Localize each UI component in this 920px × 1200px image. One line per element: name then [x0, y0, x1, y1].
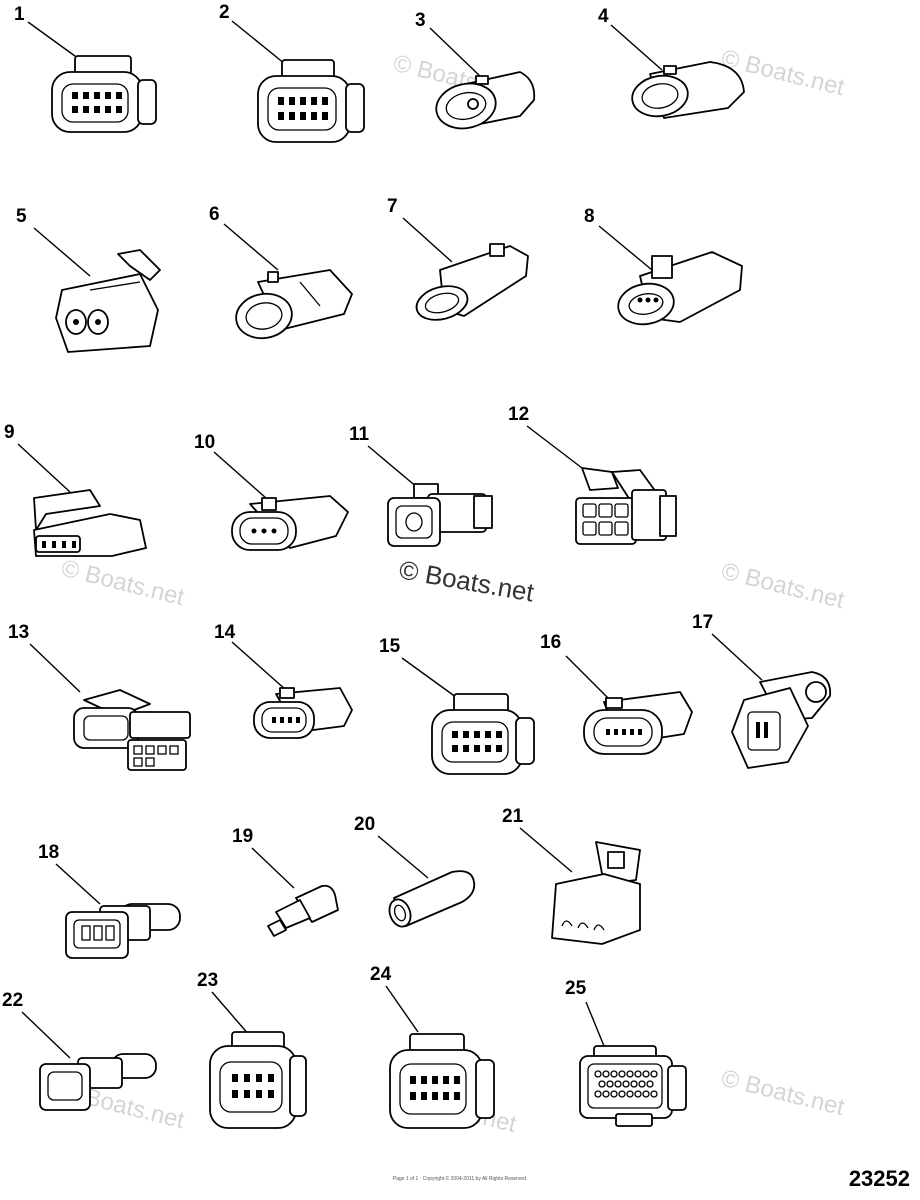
callout-16: 16 [540, 632, 561, 653]
callout-15: 15 [379, 636, 401, 657]
callout-10: 10 [194, 432, 215, 453]
callout-23: 23 [197, 970, 218, 991]
callout-2: 2 [219, 2, 230, 23]
callout-13: 13 [8, 622, 29, 643]
part-5[interactable]: 5 [16, 206, 161, 353]
part-12-drawing [575, 467, 677, 545]
part-19-drawing [267, 884, 339, 937]
part-4[interactable]: 4 [598, 6, 745, 121]
watermark-4: © Boats.net [719, 558, 848, 615]
callout-8: 8 [584, 206, 595, 227]
part-16[interactable]: 16 [540, 632, 693, 755]
part-2[interactable]: 2 [219, 2, 365, 143]
part-14-drawing [253, 687, 353, 739]
part-1[interactable]: 1 [14, 4, 157, 133]
part-18-drawing [65, 903, 181, 959]
part-21-drawing [551, 841, 641, 945]
part-4-drawing [631, 61, 745, 119]
part-6[interactable]: 6 [209, 204, 353, 343]
part-16-drawing [583, 691, 693, 755]
part-15-drawing [431, 693, 535, 775]
watermark-7: © Boats.net [719, 1065, 848, 1122]
part-3[interactable]: 3 [415, 10, 536, 134]
watermark-layer: © Boats.net © Boats.net © Boats.net © Bo… [59, 45, 848, 1139]
part-25[interactable]: 25 [565, 978, 687, 1127]
part-18[interactable]: 18 [38, 842, 181, 959]
part-24[interactable]: 24 [370, 964, 495, 1129]
callout-11: 11 [349, 424, 370, 445]
part-9[interactable]: 9 [4, 422, 147, 557]
part-19[interactable]: 19 [232, 826, 339, 937]
copyright-line: Page 1 of 1 · Copyright © 2004-2011 by A… [392, 1176, 528, 1182]
part-22[interactable]: 22 [2, 990, 157, 1111]
callout-9: 9 [4, 422, 15, 443]
watermark-3: © Boats.net [59, 555, 188, 612]
part-23[interactable]: 23 [197, 970, 307, 1129]
part-11[interactable]: 11 [349, 424, 493, 547]
part-13[interactable]: 13 [8, 622, 191, 771]
part-10-drawing [231, 495, 349, 551]
part-15[interactable]: 15 [379, 636, 535, 775]
part-6-drawing [235, 269, 353, 340]
callout-4: 4 [598, 6, 609, 27]
part-25-drawing [579, 1045, 687, 1127]
callout-18: 18 [38, 842, 59, 863]
part-20-drawing [388, 870, 476, 928]
part-3-drawing [435, 71, 536, 130]
part-1-drawing [51, 55, 157, 133]
part-10[interactable]: 10 [194, 432, 349, 551]
part-21[interactable]: 21 [502, 806, 641, 945]
callout-12: 12 [508, 404, 529, 425]
callout-7: 7 [387, 196, 398, 217]
callout-22: 22 [2, 990, 23, 1011]
part-2-drawing [257, 59, 365, 143]
part-17-drawing [731, 671, 832, 769]
part-23-drawing [209, 1031, 307, 1129]
diagram-number: 23252 [848, 1166, 910, 1191]
callout-1: 1 [14, 4, 25, 25]
part-5-drawing [55, 249, 161, 353]
callout-3: 3 [415, 10, 426, 31]
part-17[interactable]: 17 [692, 612, 832, 769]
part-8[interactable]: 8 [584, 206, 743, 329]
part-7[interactable]: 7 [387, 196, 529, 325]
callout-6: 6 [209, 204, 220, 225]
callout-5: 5 [16, 206, 27, 227]
part-7-drawing [415, 243, 529, 321]
callout-14: 14 [214, 622, 236, 643]
part-9-drawing [33, 489, 147, 557]
callout-20: 20 [354, 814, 375, 835]
watermark-center: © Boats.net [397, 554, 537, 607]
part-24-drawing [389, 1033, 495, 1129]
callout-21: 21 [502, 806, 524, 827]
part-13-drawing [73, 689, 191, 771]
part-14[interactable]: 14 [214, 622, 353, 739]
part-8-drawing [617, 251, 743, 326]
part-20[interactable]: 20 [354, 814, 476, 930]
callout-24: 24 [370, 964, 392, 985]
callout-17: 17 [692, 612, 713, 633]
part-11-drawing [387, 483, 493, 547]
part-22-drawing [39, 1053, 157, 1111]
callout-19: 19 [232, 826, 253, 847]
part-12[interactable]: 12 [508, 404, 677, 545]
callout-25: 25 [565, 978, 587, 999]
